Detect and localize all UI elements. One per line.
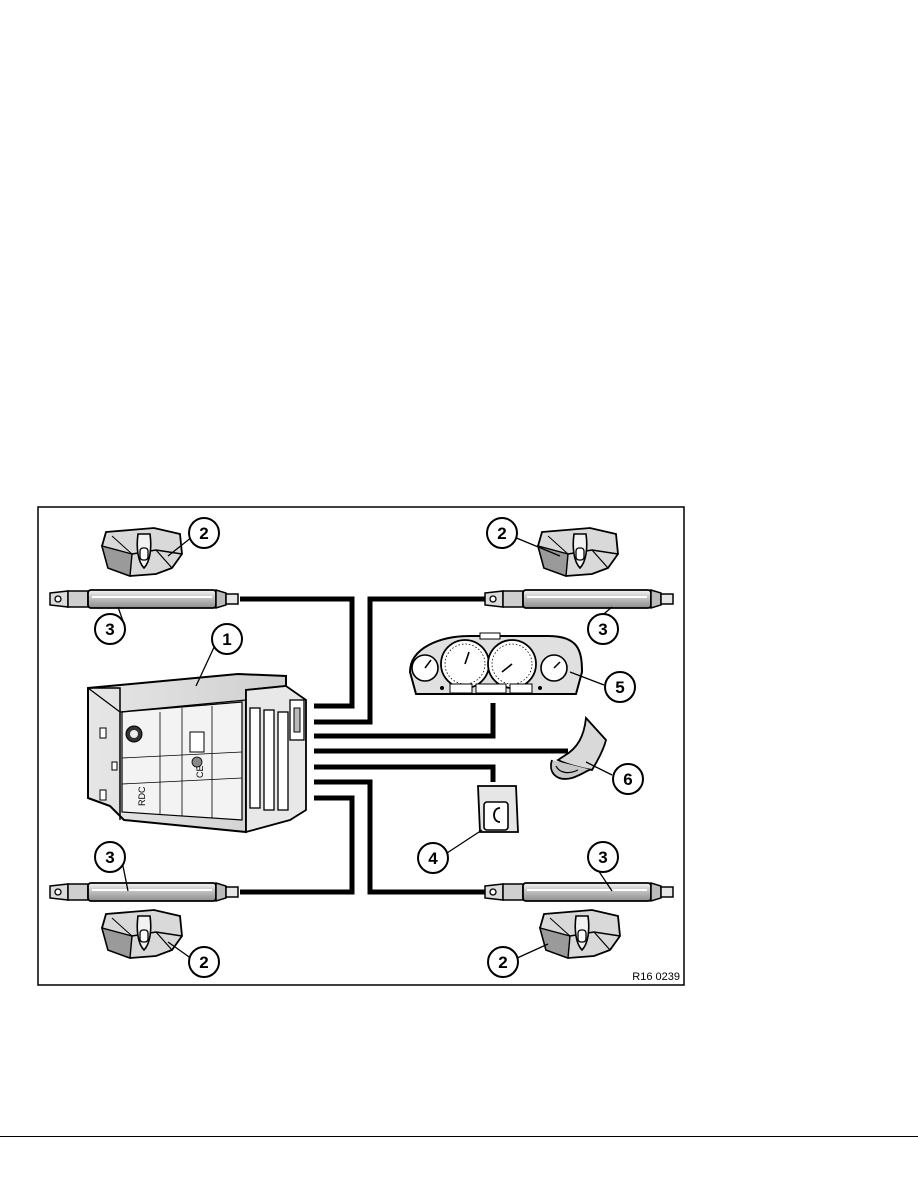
leader-lines bbox=[117, 536, 613, 960]
wiring-harness bbox=[240, 596, 568, 895]
svg-text:1: 1 bbox=[222, 630, 231, 649]
svg-text:6: 6 bbox=[623, 770, 632, 789]
callout-2-front-right: 2 bbox=[486, 517, 518, 549]
svg-text:2: 2 bbox=[498, 953, 507, 972]
callout-3-front-left: 3 bbox=[94, 613, 126, 645]
rdc-control-module: CE RDC bbox=[87, 672, 307, 834]
svg-text:3: 3 bbox=[105, 848, 114, 867]
instrument-cluster bbox=[408, 632, 584, 695]
module-ce-mark: CE bbox=[195, 765, 205, 778]
callout-3-rear-left: 3 bbox=[94, 841, 126, 873]
antenna-front-right bbox=[484, 589, 674, 609]
callout-3-front-right: 3 bbox=[587, 613, 619, 645]
transmitter-front-left bbox=[101, 527, 183, 577]
svg-text:3: 3 bbox=[598, 848, 607, 867]
callout-4: 4 bbox=[417, 842, 449, 874]
reset-switch bbox=[477, 785, 519, 833]
callout-5: 5 bbox=[604, 671, 636, 703]
svg-text:2: 2 bbox=[497, 524, 506, 543]
callout-2-rear-left: 2 bbox=[188, 946, 220, 978]
svg-text:2: 2 bbox=[199, 953, 208, 972]
svg-text:3: 3 bbox=[598, 620, 607, 639]
callout-3-rear-right: 3 bbox=[587, 841, 619, 873]
module-rdc-label: RDC bbox=[137, 786, 147, 806]
callout-1: 1 bbox=[211, 623, 243, 655]
svg-text:4: 4 bbox=[428, 849, 438, 868]
svg-text:3: 3 bbox=[105, 620, 114, 639]
horn-icon bbox=[550, 715, 607, 780]
antenna-rear-left bbox=[49, 882, 239, 902]
callout-2-front-left: 2 bbox=[188, 517, 220, 549]
callout-6: 6 bbox=[612, 763, 644, 795]
svg-text:2: 2 bbox=[199, 524, 208, 543]
figure-reference: R16 0239 bbox=[632, 971, 680, 983]
footer-divider bbox=[0, 1136, 918, 1137]
callout-2-rear-right: 2 bbox=[487, 946, 519, 978]
svg-text:5: 5 bbox=[615, 678, 624, 697]
antenna-rear-right bbox=[484, 882, 674, 902]
antenna-front-left bbox=[49, 589, 239, 609]
callouts: 1 2 2 2 2 3 3 3 3 4 5 6 bbox=[94, 517, 644, 978]
transmitter-rear-right bbox=[539, 909, 621, 959]
transmitter-rear-left bbox=[101, 909, 183, 959]
